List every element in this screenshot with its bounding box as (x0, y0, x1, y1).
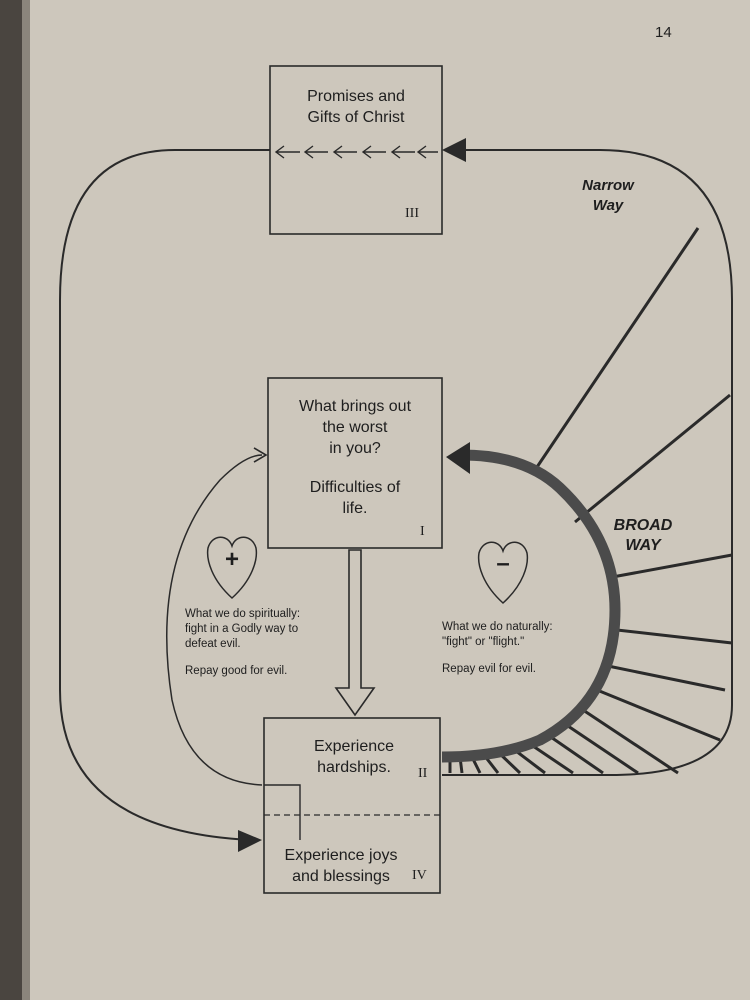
minus-heart-shape (477, 541, 529, 605)
broad-way-label: BROAD WAY (598, 516, 688, 556)
broad-way-label-line1: BROAD (613, 517, 673, 534)
natural-note-line3: Repay evil for evil. (442, 663, 536, 675)
box-ii-text: Experience hardships. (282, 736, 426, 778)
spiritual-note-line3: defeat evil. (185, 638, 241, 650)
page-edge (22, 0, 30, 1000)
box-i-line2: the worst (322, 419, 388, 436)
spiritual-note: What we do spiritually: fight in a Godly… (185, 607, 300, 679)
box-i-line1: What brings out (298, 398, 412, 415)
box-i-line4: Difficulties of (309, 479, 401, 496)
spiritual-feedback-arrowhead (253, 447, 268, 463)
box-ii-numeral: II (418, 766, 428, 781)
box-iii-title-line1: Promises and (307, 88, 405, 105)
arrowhead-into-box-iii (442, 138, 466, 162)
small-arrows (274, 145, 438, 159)
natural-note-line1: What we do naturally: (442, 621, 553, 633)
spiritual-note-line4: Repay good for evil. (185, 665, 288, 677)
box-iv-line2: and blessings (292, 868, 390, 885)
box-iii-title-line2: Gifts of Christ (307, 109, 405, 126)
box-iii-numeral: III (405, 206, 419, 221)
box-ii-iv (263, 717, 441, 894)
spiritual-note-line2: fight in a Godly way to (185, 623, 299, 635)
box-ii-line1: Experience (313, 738, 395, 755)
narrow-way-label-line1: Narrow (582, 177, 634, 194)
box-i (267, 377, 443, 549)
box-iii (269, 65, 443, 235)
box-i-line5: life. (342, 500, 368, 517)
box-ii-line2: hardships. (317, 759, 391, 776)
narrow-way-label-line2: Way (592, 197, 624, 214)
box-iv-text: Experience joys and blessings (266, 845, 416, 887)
box-iii-title: Promises and Gifts of Christ (270, 86, 442, 128)
outer-loop-path (59, 149, 270, 841)
page-edge-shadow (0, 0, 22, 1000)
broad-way-path (441, 449, 621, 763)
box-iv-numeral: IV (412, 868, 427, 883)
inner-step-outline (264, 784, 301, 840)
page-number: 14 (655, 24, 672, 41)
narrow-way-label: Narrow Way (560, 176, 656, 216)
natural-note-line2: "fight" or "flight." (442, 636, 525, 648)
spiritual-feedback-path (166, 454, 263, 786)
broad-way-spokes (448, 227, 733, 775)
plus-heart-shape (206, 536, 258, 600)
minus-heart-symbol: – (496, 550, 510, 577)
broad-way-label-line2: WAY (625, 537, 661, 554)
spiritual-note-line1: What we do spiritually: (185, 608, 301, 620)
arrowhead-into-box-iv (238, 830, 262, 852)
broad-way-arrowhead (446, 442, 470, 474)
box-i-text: What brings out the worst in you? Diffic… (268, 396, 442, 519)
box-i-numeral: I (420, 524, 425, 539)
down-hollow-arrow (334, 549, 376, 717)
natural-note: What we do naturally: "fight" or "flight… (442, 620, 553, 677)
box-iv-line1: Experience joys (284, 847, 398, 864)
box-i-line3: in you? (329, 440, 381, 457)
plus-heart-symbol: + (224, 546, 239, 573)
